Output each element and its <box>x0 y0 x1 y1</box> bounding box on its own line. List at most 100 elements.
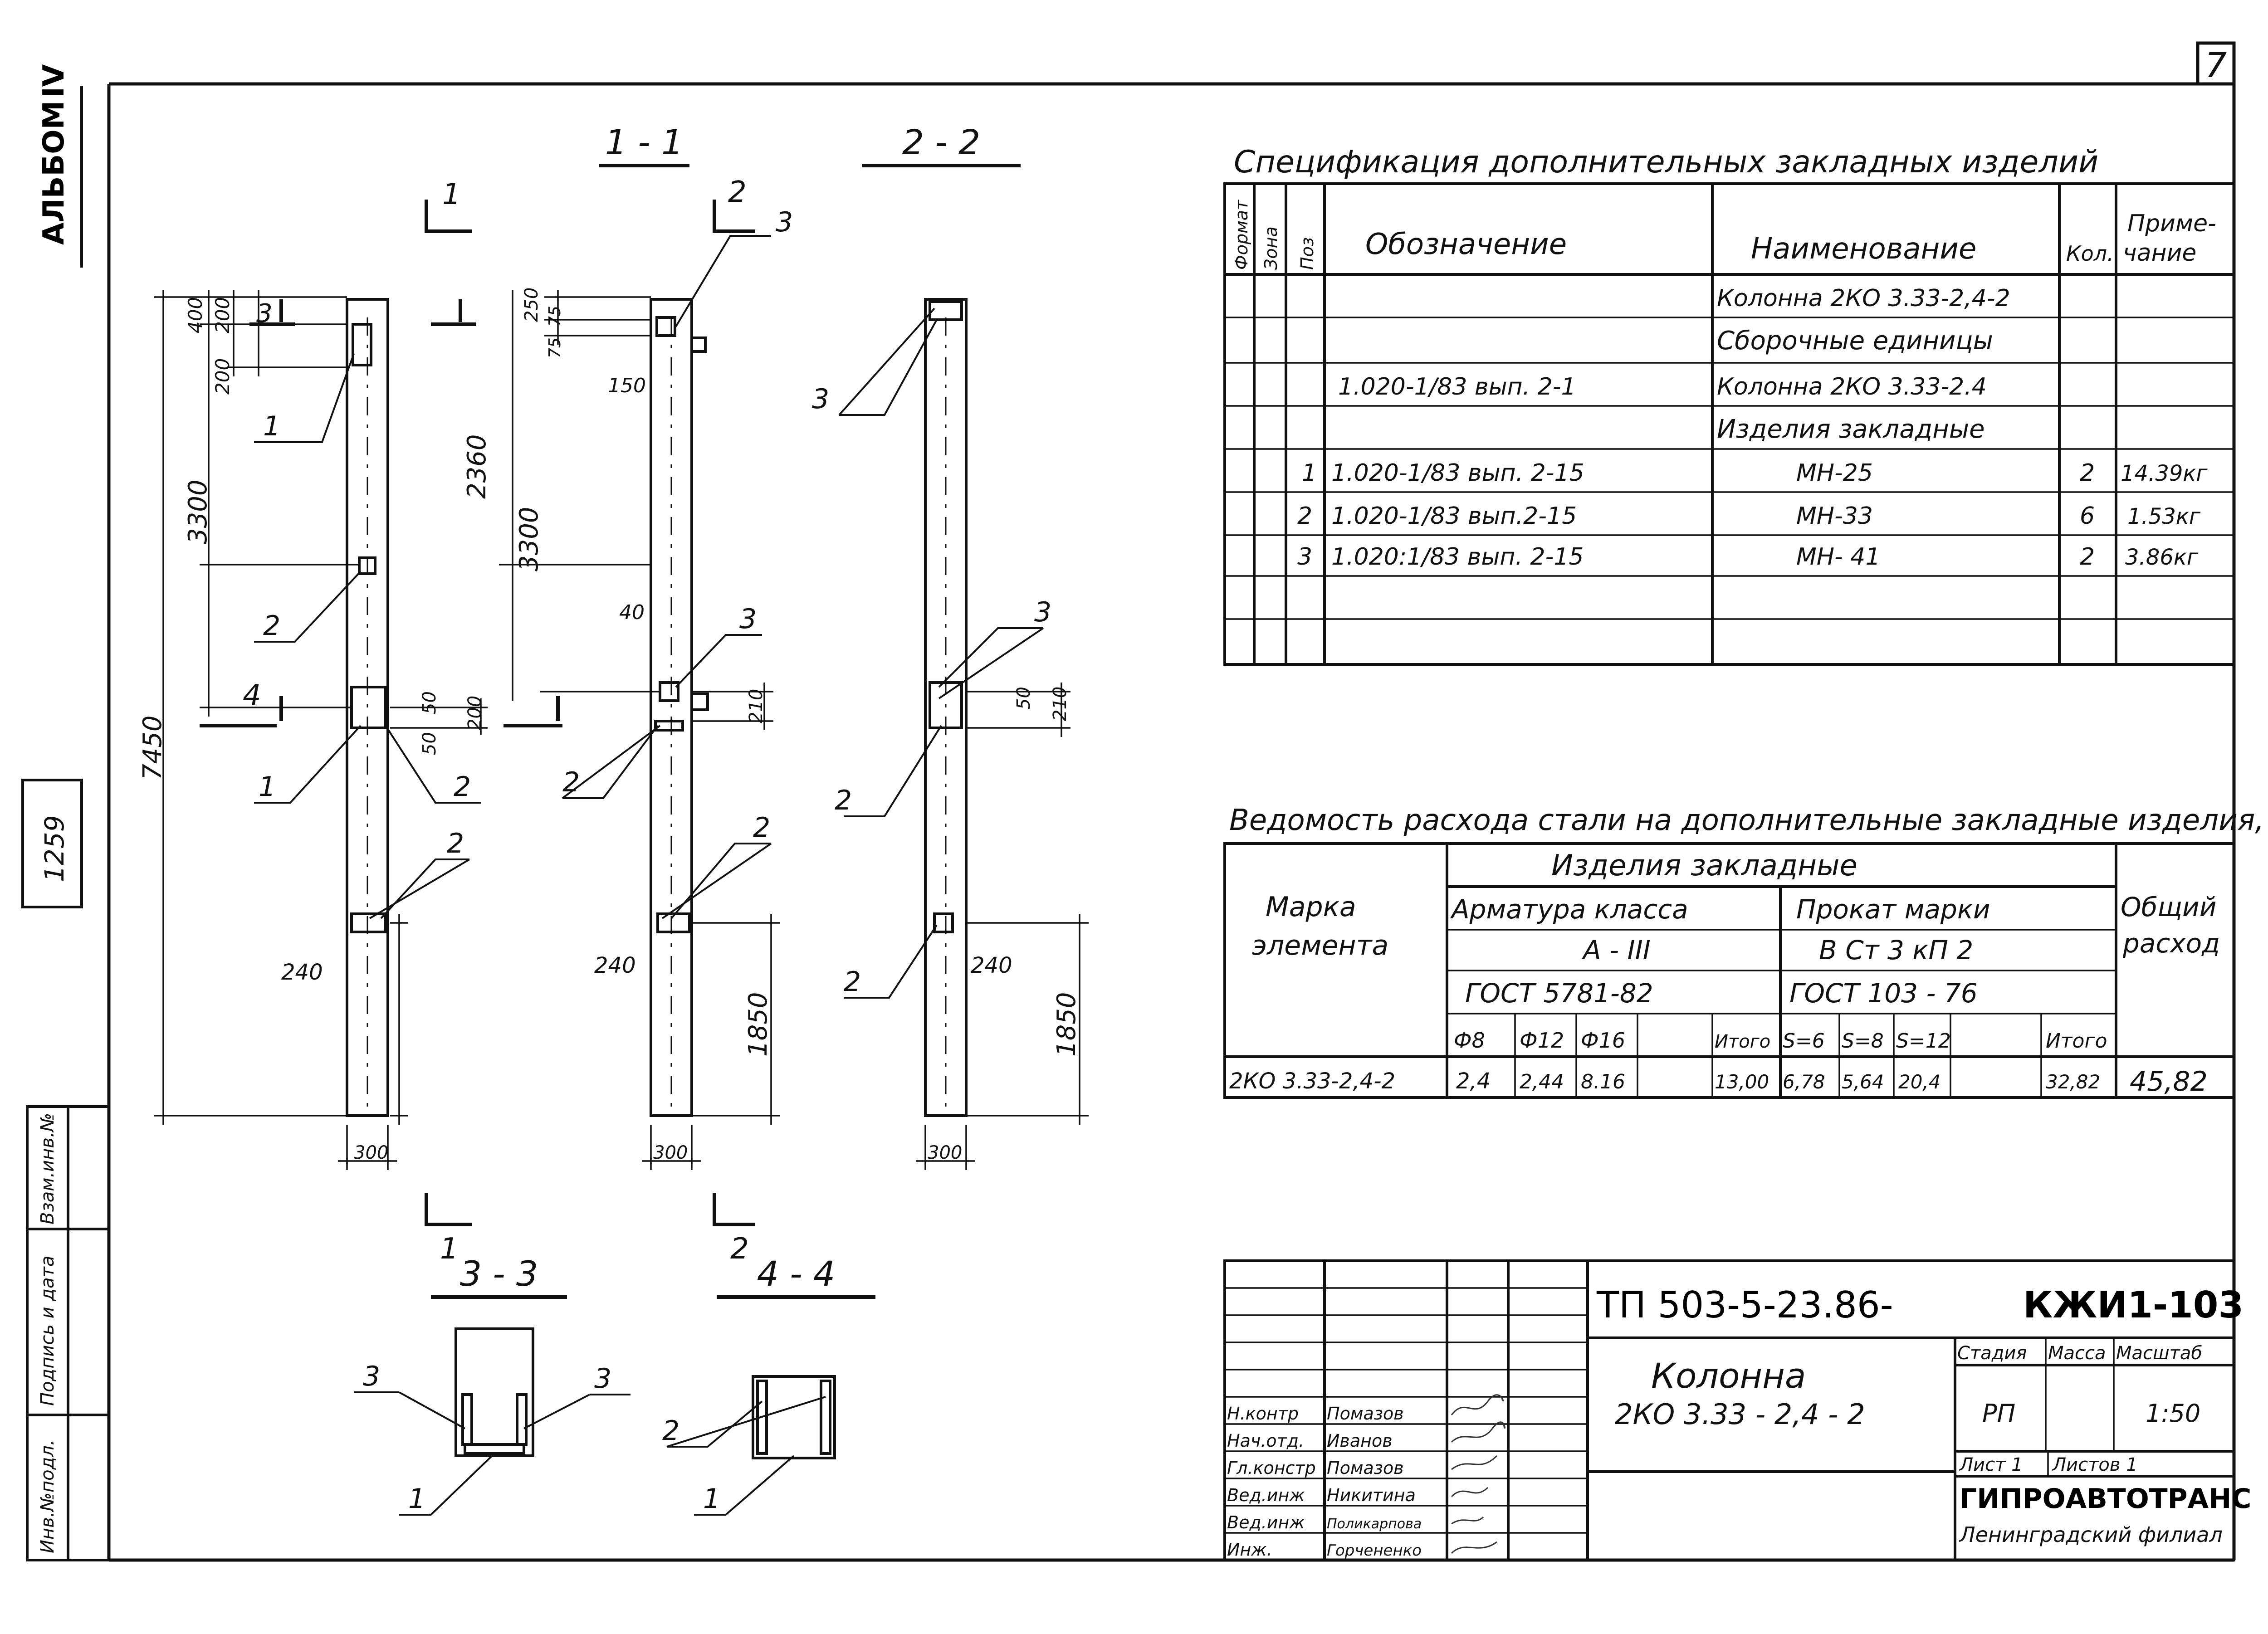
spec-h-format: Формат <box>1232 199 1251 270</box>
callout: 3 <box>739 603 757 635</box>
col-inv: Инв.№подл. <box>37 1439 58 1553</box>
callout: 2 <box>662 1415 679 1447</box>
sheet-number: 7 <box>2205 45 2227 85</box>
steel-val: 13,00 <box>1715 1071 1769 1093</box>
steel-sub-h: Ф16 <box>1581 1028 1625 1053</box>
spec-h-name: Наименование <box>1751 232 1976 266</box>
scale-header: Масштаб <box>2116 1343 2202 1364</box>
cut-mark-1-bottom: 1 <box>440 1232 459 1266</box>
sheet-code: 1259 <box>39 815 70 882</box>
frame <box>107 41 2236 1562</box>
spec-cell-designation: 1.020-1/83 вып. 2-15 <box>1331 459 1584 487</box>
section-3-3: 3 - 3 <box>460 1254 538 1294</box>
section-1-1: 1 - 1 <box>605 122 683 162</box>
spec-cell-pos: 2 <box>1297 502 1312 530</box>
steel-val: 2,4 <box>1456 1068 1491 1094</box>
drawing-code: КЖИ1-103 <box>2023 1284 2244 1326</box>
dim: 300 <box>928 1142 962 1163</box>
role: Гл.констр <box>1227 1458 1316 1478</box>
steel-group: Изделия закладные <box>1551 849 1857 883</box>
person: Помазов <box>1327 1458 1404 1478</box>
dim: 50 <box>419 691 440 714</box>
person: Никитина <box>1327 1485 1416 1505</box>
spec-cell-pos: 1 <box>1302 459 1317 487</box>
steel-arm-grade: А - III <box>1581 935 1651 966</box>
spec-cell-designation: 1.020-1/83 вып.2-15 <box>1331 502 1577 530</box>
role: Вед.инж <box>1227 1485 1305 1505</box>
cut-mark-4: 4 <box>243 679 261 712</box>
callout: 1 <box>408 1483 425 1515</box>
spec-cell-note: 14.39кг <box>2121 461 2208 486</box>
spec-rows: Колонна 2КО 3.33-2,4-2 Сборочные единицы… <box>1297 285 2208 571</box>
spec-table: Спецификация дополнительных закладных из… <box>1223 144 2235 666</box>
steel-val: 8.16 <box>1581 1070 1625 1093</box>
dim: 2360 <box>462 434 492 499</box>
steel-prokat: Прокат марки <box>1796 894 1990 925</box>
steel-val: 2,44 <box>1520 1070 1564 1093</box>
callout: 2 <box>562 766 580 798</box>
org-branch: Ленинградский филиал <box>1959 1522 2223 1547</box>
title-block: ТП 503-5-23.86- КЖИ1-103 Колонна 2КО 3.3… <box>1223 1259 2251 1561</box>
steel-row-mark: 2КО 3.33-2,4-2 <box>1229 1068 1395 1094</box>
spec-h-designation: Обозначение <box>1365 228 1567 261</box>
spec-cell-note: 1.53кг <box>2127 504 2201 529</box>
dim: 300 <box>653 1142 688 1163</box>
cut-mark-1-top: 1 <box>442 178 461 211</box>
spec-cell-designation: 1.020-1/83 вып. 2-1 <box>1338 373 1576 400</box>
steel-arm-class: Арматура класса <box>1450 894 1688 925</box>
dim: 75 <box>546 306 564 327</box>
spec-cell-name: Сборочные единицы <box>1717 326 1993 356</box>
dim: 200 <box>464 696 485 730</box>
dim: 200 <box>211 297 234 333</box>
steel-sub-h: S=6 <box>1783 1029 1825 1053</box>
spec-cell-name: Изделия закладные <box>1717 415 1985 444</box>
cut-mark-3: 3 <box>256 299 273 328</box>
steel-title: Ведомость расхода стали на дополнительны… <box>1229 804 2268 837</box>
col-sign: Подпись и дата <box>37 1256 58 1406</box>
steel-sub-h: Ф8 <box>1454 1028 1485 1053</box>
dim: 7450 <box>138 715 167 780</box>
spec-cell-note: 3.86кг <box>2125 545 2199 570</box>
steel-sub-h: Итого <box>2046 1029 2107 1053</box>
signatures: Н.контр Нач.отд. Гл.констр Вед.инж Вед.и… <box>1227 1394 1505 1560</box>
steel-prokat-grade: В Ст 3 кП 2 <box>1819 935 1973 966</box>
steel-sub-h: Ф12 <box>1520 1028 1564 1053</box>
spec-h-note-2: чание <box>2123 239 2196 267</box>
cut-mark-2-top: 2 <box>728 176 747 209</box>
callout: 2 <box>263 610 280 642</box>
spec-h-qty: Кол. <box>2066 241 2114 266</box>
spec-cell-designation: 1.020:1/83 вып. 2-15 <box>1331 543 1584 571</box>
steel-prokat-gost: ГОСТ 103 - 76 <box>1789 978 1978 1009</box>
person: Иванов <box>1327 1431 1393 1451</box>
steel-sub-h: Итого <box>1715 1031 1770 1052</box>
dim: 210 <box>746 689 767 723</box>
spec-h-zone: Зона <box>1261 226 1281 270</box>
dim: 3300 <box>183 479 213 544</box>
elevation-views <box>154 164 1089 1516</box>
callout: 3 <box>776 206 793 238</box>
callout: 3 <box>363 1361 380 1392</box>
dim: 250 <box>521 288 542 322</box>
callout: 2 <box>835 785 852 816</box>
callout: 2 <box>753 812 770 844</box>
stage-header: Стадия <box>1957 1343 2027 1364</box>
role: Вед.инж <box>1227 1512 1305 1532</box>
spec-cell-pos: 3 <box>1297 543 1312 571</box>
cut-mark-2-bottom: 2 <box>730 1232 749 1266</box>
role: Н.контр <box>1227 1404 1299 1424</box>
scale-value: 1:50 <box>2146 1399 2200 1428</box>
object-name-2: 2КО 3.33 - 2,4 - 2 <box>1615 1398 1865 1431</box>
person: Помазов <box>1327 1404 1404 1424</box>
steel-mark-2: элемента <box>1252 930 1388 961</box>
person: Поликарпова <box>1327 1516 1422 1532</box>
spec-cell-qty: 6 <box>2080 502 2095 530</box>
dim: 210 <box>1050 687 1070 721</box>
role: Нач.отд. <box>1227 1431 1304 1451</box>
steel-mark-1: Марка <box>1266 891 1356 923</box>
dim: 75 <box>546 337 564 358</box>
col-replace: Взам.инв.№ <box>37 1113 58 1224</box>
callout: 3 <box>1034 596 1051 628</box>
steel-row-total: 45,82 <box>2130 1066 2208 1097</box>
callout: 1 <box>263 410 280 442</box>
